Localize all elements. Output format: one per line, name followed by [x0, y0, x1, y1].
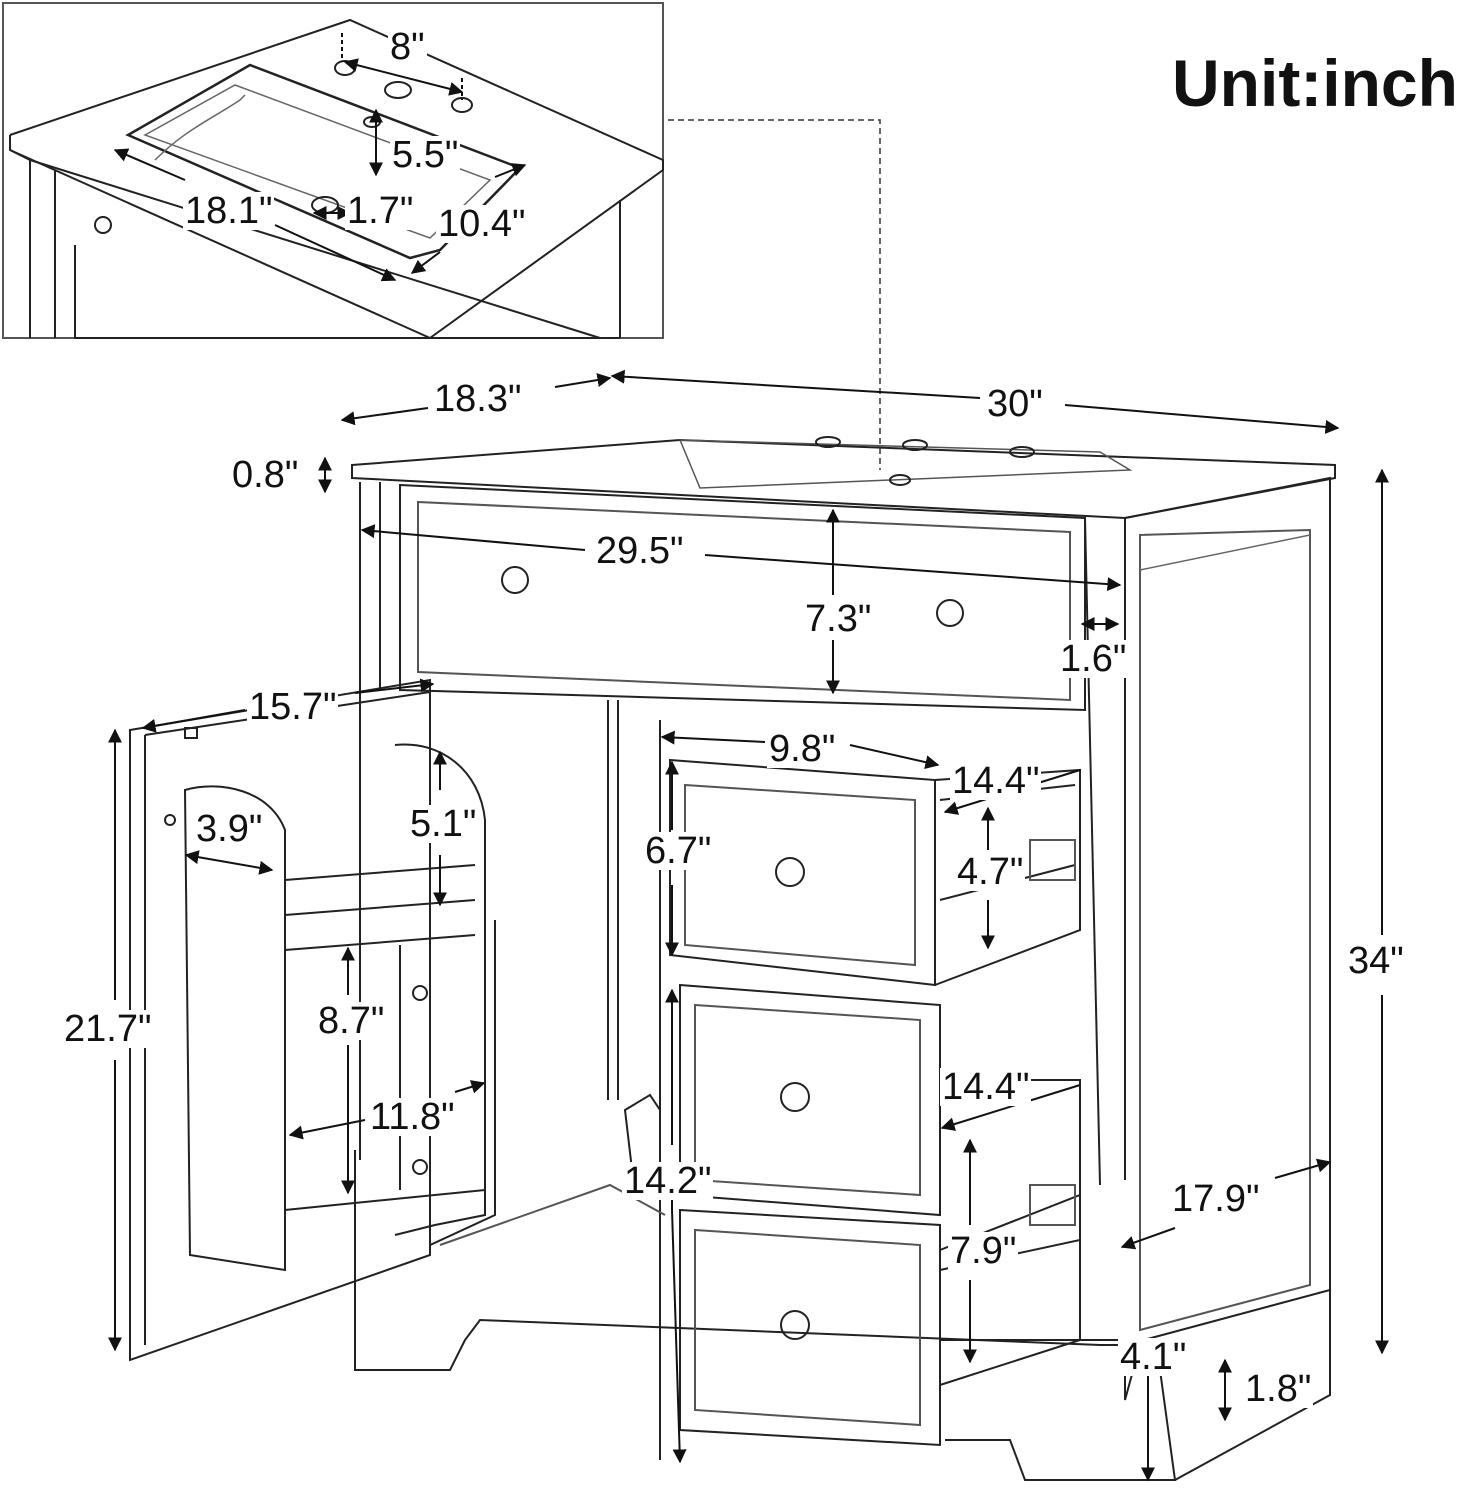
dim-faucet-spacing: 8" [388, 26, 427, 68]
dim-drawer1-depth: 14.4" [950, 760, 1042, 802]
dim-total-height: 34" [1346, 940, 1406, 982]
dim-top-thickness: 0.8" [230, 454, 301, 496]
dimension-arrows [108, 369, 1389, 1482]
dim-basin-length: 18.1" [183, 190, 275, 232]
dim-side-frame: 1.6" [1058, 638, 1129, 680]
dim-rack-width: 11.8" [368, 1096, 457, 1138]
dim-inner-width: 29.5" [594, 530, 686, 572]
dim-door-height: 21.7" [62, 1008, 154, 1050]
dim-depth: 18.3" [432, 378, 524, 420]
dim-door-width: 15.7" [247, 686, 339, 728]
dim-foot: 1.8" [1243, 1368, 1314, 1410]
dim-shelf-depth: 3.9" [194, 808, 265, 850]
dim-cabinet-opening: 14.2" [622, 1160, 714, 1202]
dim-shelf-gap: 5.1" [408, 803, 479, 845]
dim-drain: 1.7" [345, 190, 416, 232]
dim-drawer1-height: 6.7" [643, 830, 714, 872]
unit-label: Unit:inch [1172, 46, 1458, 120]
dim-top-drawer-height: 7.3" [803, 598, 874, 640]
dim-drawer3-inner: 7.9" [948, 1230, 1019, 1272]
dim-drawer-width: 9.8" [767, 728, 838, 770]
dim-drawer2-depth: 14.4" [940, 1066, 1032, 1108]
dim-side-depth: 17.9" [1170, 1178, 1262, 1220]
dim-width: 30" [985, 383, 1045, 425]
dim-faucet-to-edge: 5.5" [390, 134, 461, 176]
dim-rack-height: 8.7" [316, 1000, 387, 1042]
cabinet-body [129, 436, 1336, 1481]
dim-drawer1-inner: 4.7" [955, 851, 1026, 893]
dim-basin-width: 10.4" [436, 203, 528, 245]
dim-toe-kick: 4.1" [1118, 1336, 1189, 1378]
sink-inset [2, 2, 664, 339]
inset-leader-line [668, 119, 881, 470]
